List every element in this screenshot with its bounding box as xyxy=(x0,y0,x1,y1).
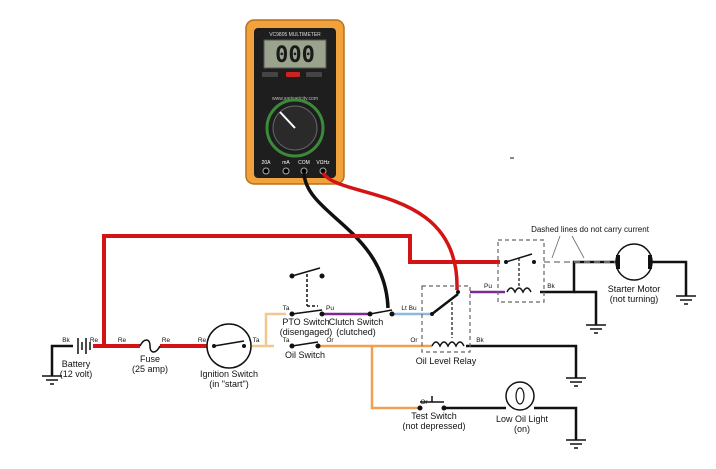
meter-dial-ring xyxy=(265,98,325,158)
pto-switch xyxy=(289,267,325,317)
battery xyxy=(77,338,91,354)
red-probe-lead xyxy=(321,171,459,291)
starter-motor xyxy=(615,243,653,281)
meter-jack-ma-label: mA xyxy=(282,160,290,166)
wire-label-bk: Bk xyxy=(62,337,70,344)
meter-button[interactable] xyxy=(306,72,322,77)
low-oil-label: Low Oil Light xyxy=(496,414,549,424)
wire-label-re: Re xyxy=(162,337,171,344)
ground-symbols xyxy=(42,295,696,449)
meter-jack-v-label: VΩHz xyxy=(316,160,330,166)
meter-jack-20a-label: 20A xyxy=(262,160,272,166)
ignition-switch xyxy=(206,323,252,369)
dashed-note: Dashed lines do not carry current xyxy=(531,225,650,234)
oil-level-relay xyxy=(421,285,471,353)
wire-label-or: Or xyxy=(420,399,428,406)
wire-label-ta: Ta xyxy=(283,337,290,344)
black-probe-lead xyxy=(302,172,390,309)
wire-label-or: Or xyxy=(326,337,334,344)
pto-sublabel: (disengaged) xyxy=(280,327,333,337)
note-pointer xyxy=(551,235,561,259)
clutch-sublabel: (clutched) xyxy=(336,327,376,337)
wire-label-pu: Pu xyxy=(326,305,334,312)
wire-label-lt-bu: Lt Bu xyxy=(401,305,417,312)
wire-label-bk: Bk xyxy=(476,337,484,344)
test-switch xyxy=(417,396,447,411)
ignition-sublabel: (in "start") xyxy=(209,379,248,389)
tan-wiring xyxy=(248,312,286,348)
multimeter: VC9805 MULTIMETER 000 www.sarisaricity.c… xyxy=(245,19,345,185)
oil-switch xyxy=(289,341,321,349)
oil-switch-label: Oil Switch xyxy=(285,350,325,360)
oil-relay-label: Oil Level Relay xyxy=(416,356,477,366)
wire-label-re: Re xyxy=(90,337,99,344)
starter-relay xyxy=(497,239,545,303)
meter-power-button[interactable] xyxy=(286,72,300,77)
meter-jack-20a[interactable] xyxy=(262,167,270,175)
meter-jack-com-label: COM xyxy=(298,160,310,166)
wire-label-re: Re xyxy=(198,337,207,344)
low-oil-light xyxy=(505,381,535,411)
wire-label-pu: Pu xyxy=(484,283,492,290)
starter-label: Starter Motor xyxy=(608,284,661,294)
low-oil-sublabel: (on) xyxy=(514,424,530,434)
meter-jack-ma[interactable] xyxy=(282,167,290,175)
meter-display: 000 xyxy=(275,43,315,68)
note-pointer xyxy=(571,235,585,259)
meter-lcd xyxy=(263,39,327,69)
clutch-label: Clutch Switch xyxy=(329,317,384,327)
fuse-sublabel: (25 amp) xyxy=(132,364,168,374)
meter-model: VC9805 MULTIMETER xyxy=(269,32,321,38)
test-switch-label: Test Switch xyxy=(411,411,457,421)
wire-label-re: Re xyxy=(118,337,127,344)
starter-sublabel: (not turning) xyxy=(610,294,659,304)
pto-label: PTO Switch xyxy=(282,317,329,327)
battery-sublabel: (12 volt) xyxy=(60,369,93,379)
battery-label: Battery xyxy=(62,359,91,369)
fuse-symbol xyxy=(139,339,161,353)
ignition-label: Ignition Switch xyxy=(200,369,258,379)
wire-label-ta: Ta xyxy=(283,305,290,312)
red-wiring xyxy=(93,234,500,348)
clutch-switch xyxy=(367,309,395,317)
purple-wiring xyxy=(322,290,505,316)
meter-button[interactable] xyxy=(262,72,278,77)
wire-label-or: Or xyxy=(410,337,418,344)
wire-label-ta: Ta xyxy=(253,337,260,344)
black-wiring xyxy=(50,260,688,440)
test-switch-sublabel: (not depressed) xyxy=(402,421,465,431)
fuse-label: Fuse xyxy=(140,354,160,364)
wire-label-bk: Bk xyxy=(547,283,555,290)
